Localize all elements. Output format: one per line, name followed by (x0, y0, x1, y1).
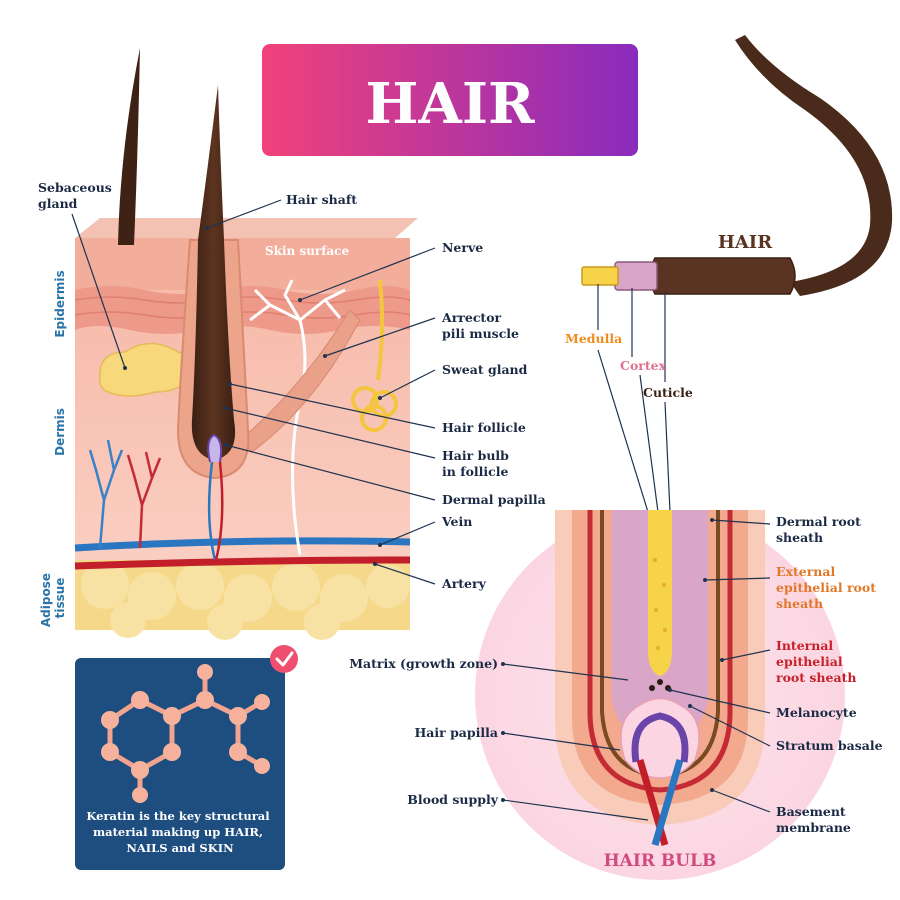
hair-bulb-illustration (475, 510, 845, 880)
bulb-leaders (501, 518, 771, 821)
label-artery: Artery (441, 576, 487, 591)
bulb-title: HAIR BULB (604, 851, 717, 871)
artery-vessel (74, 556, 411, 570)
label-sebaceous-gland: Sebaceous gland (38, 180, 116, 211)
vein-vessel (74, 537, 411, 552)
label-basement-membrane: Basement membrane (776, 804, 851, 835)
label-sweat-gland: Sweat gland (442, 362, 528, 377)
label-hair-shaft: Hair shaft (286, 192, 357, 207)
skin-leaders (71, 199, 436, 585)
keratin-panel: Keratin is the key structural material m… (75, 645, 298, 870)
label-blood-supply: Blood supply (407, 792, 498, 807)
strand-leaders (597, 284, 671, 513)
label-vein: Vein (441, 514, 472, 529)
epidermis-layer (75, 238, 410, 290)
layer-label-dermis: Dermis (53, 408, 67, 456)
hair-shaft-strand (191, 85, 236, 460)
arrector-pili-muscle (239, 309, 361, 453)
skin-surface-label: Skin surface (265, 244, 349, 258)
label-external-epithelial-root-sheath: External epithelial root sheath (776, 564, 880, 611)
check-badge-icon (270, 645, 298, 673)
label-stratum-basale: Stratum basale (776, 738, 883, 753)
label-melanocyte: Melanocyte (776, 705, 857, 720)
label-hair-bulb: Hair bulb in follicle (442, 448, 513, 479)
label-internal-epithelial-root-sheath: Internal epithelial root sheath (776, 638, 856, 685)
label-hair-follicle: Hair follicle (442, 420, 526, 435)
label-dermal-root-sheath: Dermal root sheath (776, 514, 865, 545)
sweat-gland (351, 279, 398, 432)
dermal-papilla (207, 433, 223, 463)
label-arrector-pili: Arrector pili muscle (441, 310, 519, 341)
page-title: HAIR (365, 71, 535, 137)
label-dermal-papilla: Dermal papilla (442, 492, 546, 507)
label-cortex: Cortex (620, 358, 667, 373)
strand-title: HAIR (718, 232, 773, 253)
label-medulla: Medulla (565, 331, 622, 346)
label-cuticle: Cuticle (643, 385, 693, 400)
keratin-note: Keratin is the key structural material m… (86, 809, 273, 855)
label-matrix: Matrix (growth zone) (349, 656, 498, 671)
label-nerve: Nerve (442, 240, 483, 255)
adipose-layer (75, 560, 410, 640)
label-hair-papilla: Hair papilla (414, 725, 498, 740)
skin-cross-section (74, 48, 418, 640)
title-banner: HAIR (262, 44, 638, 156)
layer-label-epidermis: Epidermis (53, 270, 67, 337)
layer-label-adipose: Adipose tissue (39, 569, 67, 627)
second-hair-strand (118, 48, 140, 245)
hair-strand-illustration (581, 35, 893, 296)
